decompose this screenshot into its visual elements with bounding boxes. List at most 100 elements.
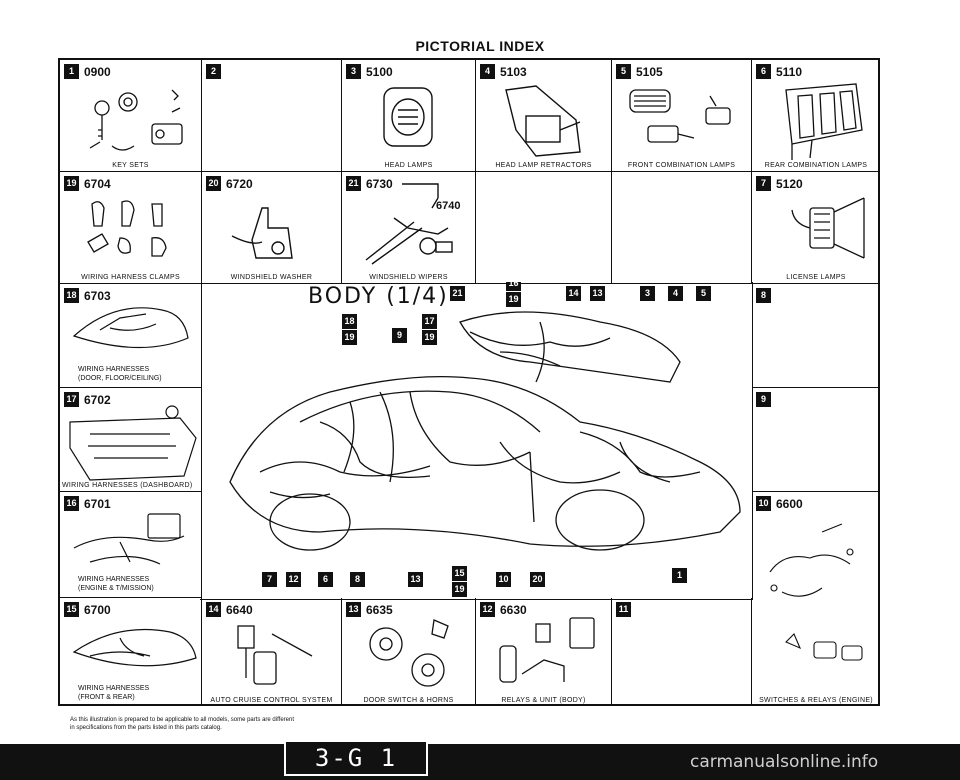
cell-number: 17 (64, 392, 79, 407)
callout-16[interactable]: 16 (506, 282, 521, 291)
cell-number: 7 (756, 176, 771, 191)
callout-19[interactable]: 19 (506, 292, 521, 307)
cell-caption: WIRING HARNESSES (ENGINE & T/MISSION) (78, 576, 154, 592)
dashboard-harness-illustration (69, 405, 197, 481)
callout-13[interactable]: 13 (408, 572, 423, 587)
callout-17[interactable]: 17 (422, 314, 437, 329)
cell-number: 19 (64, 176, 79, 191)
license-lamp-illustration (791, 197, 865, 259)
door-harness-illustration (72, 307, 189, 349)
callout-9[interactable]: 9 (392, 328, 407, 343)
callout-8[interactable]: 8 (350, 572, 365, 587)
part-code: 6704 (84, 176, 111, 191)
cell-caption: WIRING HARNESSES (DOOR, FLOOR/CEILING) (78, 366, 162, 382)
cell-caption: LICENSE LAMPS (786, 274, 846, 281)
part-code: 5110 (776, 64, 803, 79)
cell-number: 4 (480, 64, 495, 79)
retractor-illustration (505, 85, 581, 157)
cruise-control-illustration (237, 625, 313, 685)
page-title: PICTORIAL INDEX (415, 38, 545, 54)
callout-6[interactable]: 6 (318, 572, 333, 587)
part-code: 6640 (226, 602, 253, 617)
cell-caption: REAR COMBINATION LAMPS (764, 162, 868, 169)
cell-number: 1 (64, 64, 79, 79)
car-body-wiring-illustration (229, 311, 741, 551)
wipers-illustration (365, 183, 453, 265)
callout-12[interactable]: 12 (286, 572, 301, 587)
callout-20[interactable]: 20 (530, 572, 545, 587)
part-code: 0900 (84, 64, 111, 79)
clamps-illustration (87, 200, 167, 257)
cell-wiring-harness-door-floor[interactable]: 18 6703 WIRING HARNESSES (DOOR, FLOOR/CEI… (60, 284, 202, 388)
cell-caption: WIRING HARNESSES (DASHBOARD) (62, 482, 193, 489)
callout-10[interactable]: 10 (496, 572, 511, 587)
callout-21[interactable]: 21 (450, 286, 465, 301)
callout-18[interactable]: 18 (342, 314, 357, 329)
part-code: 5120 (776, 176, 803, 191)
cell-caption: SWITCHES & RELAYS (ENGINE) (759, 697, 873, 704)
sub-part-code: 6740 (436, 200, 461, 212)
cell-caption: AUTO CRUISE CONTROL SYSTEM (210, 697, 333, 704)
cell-number: 18 (64, 288, 79, 303)
callout-13[interactable]: 13 (590, 286, 605, 301)
cell-2[interactable]: 2 (202, 60, 342, 172)
cell-number: 8 (756, 288, 771, 303)
cell-9[interactable]: 9 (752, 388, 880, 492)
cell-number: 6 (756, 64, 771, 79)
cell-caption: WIRING HARNESS CLAMPS (81, 274, 180, 281)
cell-number: 11 (616, 602, 631, 617)
front-rear-harness-illustration (72, 628, 197, 667)
cell-number: 12 (480, 602, 495, 617)
callout-19[interactable]: 19 (452, 582, 467, 597)
callout-19[interactable]: 19 (422, 330, 437, 345)
cell-caption: RELAYS & UNIT (BODY) (501, 697, 586, 704)
callout-1[interactable]: 1 (672, 568, 687, 583)
relays-illustration (499, 617, 595, 683)
key-sets-illustration (89, 89, 183, 151)
part-code: 6700 (84, 602, 111, 617)
body-diagram: BODY (1/4) 21 16 19 14 13 3 4 5 18 19 9 … (200, 282, 753, 600)
callout-7[interactable]: 7 (262, 572, 277, 587)
cell-number: 21 (346, 176, 361, 191)
callout-19[interactable]: 19 (342, 330, 357, 345)
cell-rear-combination-lamps[interactable]: 6 5110 REAR COMBINATION LAMPS (752, 60, 880, 172)
cell-11[interactable]: 11 (612, 598, 752, 706)
cell-number: 9 (756, 392, 771, 407)
callout-14[interactable]: 14 (566, 286, 581, 301)
callout-5[interactable]: 5 (696, 286, 711, 301)
callout-15[interactable]: 15 (452, 566, 467, 581)
cell-number: 5 (616, 64, 631, 79)
cell-wiring-harness-clamps[interactable]: 19 6704 WIRING HARNESS CLAMPS (60, 172, 202, 284)
cell-caption: FRONT COMBINATION LAMPS (627, 162, 736, 169)
bottom-bar (0, 744, 960, 780)
callout-3[interactable]: 3 (640, 286, 655, 301)
cell-8[interactable]: 8 (752, 284, 880, 388)
engine-harness-illustration (73, 513, 185, 565)
head-lamp-illustration (383, 87, 433, 147)
part-code: 6701 (84, 496, 111, 511)
cell-license-lamps[interactable]: 7 5120 LICENSE LAMPS (752, 172, 880, 284)
cell-number: 2 (206, 64, 221, 79)
washer-illustration (231, 207, 293, 259)
cell-auto-cruise-control[interactable]: 14 6640 AUTO CRUISE CONTROL SYSTEM (202, 598, 342, 706)
callout-4[interactable]: 4 (668, 286, 683, 301)
cell-caption: HEAD LAMPS (384, 162, 433, 169)
cell-empty (612, 172, 752, 284)
front-lamp-illustration (629, 89, 731, 143)
part-code: 6703 (84, 288, 111, 303)
part-code: 6635 (366, 602, 393, 617)
cell-number: 14 (206, 602, 221, 617)
cell-number: 20 (206, 176, 221, 191)
